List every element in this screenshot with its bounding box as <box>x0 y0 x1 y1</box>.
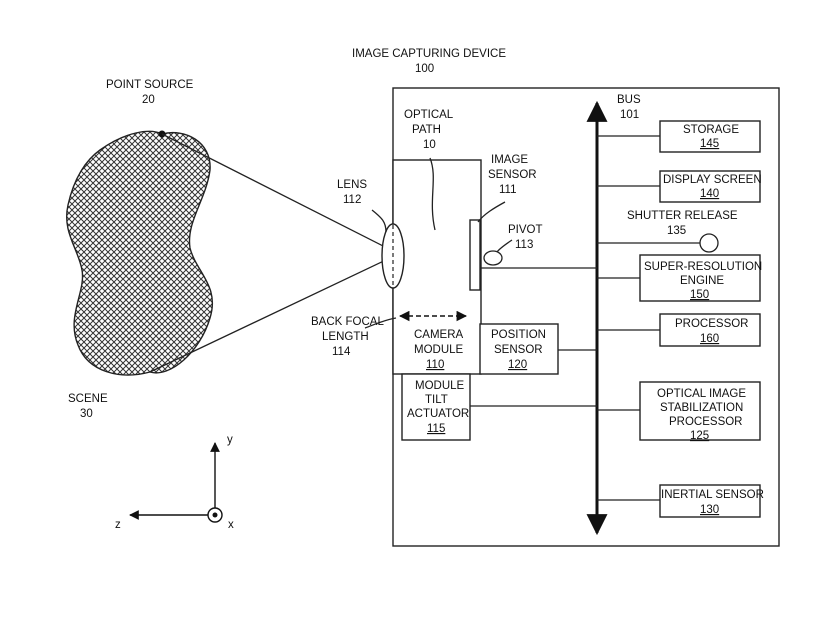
back-focal-line2: LENGTH <box>322 331 369 343</box>
image-sensor-line2: SENSOR <box>488 169 537 181</box>
bus-label: BUS <box>617 94 641 106</box>
optical-path-number: 10 <box>423 139 436 151</box>
sr-engine-line2: ENGINE <box>680 275 724 287</box>
pivot <box>483 250 503 266</box>
leader-pivot <box>496 239 513 253</box>
tilt-actuator-line1: MODULE <box>415 380 465 392</box>
back-focal-number: 114 <box>332 346 351 358</box>
image-sensor-box <box>469 219 481 291</box>
device-number: 100 <box>415 63 434 75</box>
ois-line2: STABILIZATION <box>660 402 743 414</box>
scene-number: 30 <box>80 408 93 420</box>
tilt-actuator-number: 115 <box>427 423 445 435</box>
x-axis-label: x <box>228 519 234 531</box>
camera-module-line1: CAMERA <box>414 329 464 341</box>
scene-shape <box>66 130 214 376</box>
lens-number: 112 <box>343 194 361 206</box>
ois-line1: OPTICAL IMAGE <box>657 388 746 400</box>
pivot-number: 113 <box>515 239 533 251</box>
image-sensor-line1: IMAGE <box>491 154 528 166</box>
camera-module-box <box>392 159 482 375</box>
ois-number: 125 <box>690 430 709 442</box>
optical-path-line1: OPTICAL <box>404 109 454 121</box>
shutter-button <box>699 233 719 253</box>
pivot-label: PIVOT <box>508 224 543 236</box>
sr-engine-number: 150 <box>690 289 709 301</box>
back-focal-line1: BACK FOCAL <box>311 316 384 328</box>
inertial-sensor-number: 130 <box>700 504 719 516</box>
storage-label: STORAGE <box>683 124 739 136</box>
image-sensor-number: 111 <box>499 184 516 196</box>
tilt-actuator-box <box>401 373 471 441</box>
sr-engine-box <box>639 254 761 302</box>
leader-back-focal <box>364 317 397 329</box>
inertial-sensor-label: INERTIAL SENSOR <box>661 489 764 501</box>
bus-number: 101 <box>620 109 639 121</box>
device-title: IMAGE CAPTURING DEVICE <box>352 48 506 60</box>
display-screen-box <box>659 170 761 203</box>
optical-path-line2: PATH <box>412 124 441 136</box>
shutter-release-label: SHUTTER RELEASE <box>627 210 738 222</box>
x-axis-symbol-dot <box>212 512 218 518</box>
ois-box <box>639 381 761 441</box>
leader-image-sensor <box>477 201 506 223</box>
point-source-number: 20 <box>142 94 155 106</box>
display-screen-number: 140 <box>700 188 719 200</box>
display-screen-label: DISPLAY SCREEN <box>663 174 762 186</box>
point-source-label: POINT SOURCE <box>106 79 194 91</box>
shutter-release-number: 135 <box>667 225 686 237</box>
position-sensor-line1: POSITION <box>491 329 546 341</box>
tilt-actuator-line3: ACTUATOR <box>407 408 469 420</box>
scene-label: SCENE <box>68 393 108 405</box>
storage-number: 145 <box>700 138 719 150</box>
camera-module-number: 110 <box>426 359 444 371</box>
storage-box <box>659 120 761 153</box>
lens-label: LENS <box>337 179 367 191</box>
leader-lens <box>371 209 387 233</box>
inertial-sensor-box <box>659 484 761 518</box>
ois-line3: PROCESSOR <box>669 416 743 428</box>
position-sensor-line2: SENSOR <box>494 344 543 356</box>
leader-optical-path <box>429 157 436 231</box>
z-axis-label: z <box>115 519 121 531</box>
tilt-actuator-line2: TILT <box>425 394 448 406</box>
processor-number: 160 <box>700 333 719 345</box>
processor-label: PROCESSOR <box>675 318 749 330</box>
processor-box <box>659 313 761 347</box>
position-sensor-number: 120 <box>508 359 527 371</box>
camera-module-line2: MODULE <box>414 344 464 356</box>
sr-engine-line1: SUPER-RESOLUTION <box>644 261 762 273</box>
y-axis-label: y <box>227 434 233 446</box>
position-sensor-box <box>479 323 559 375</box>
